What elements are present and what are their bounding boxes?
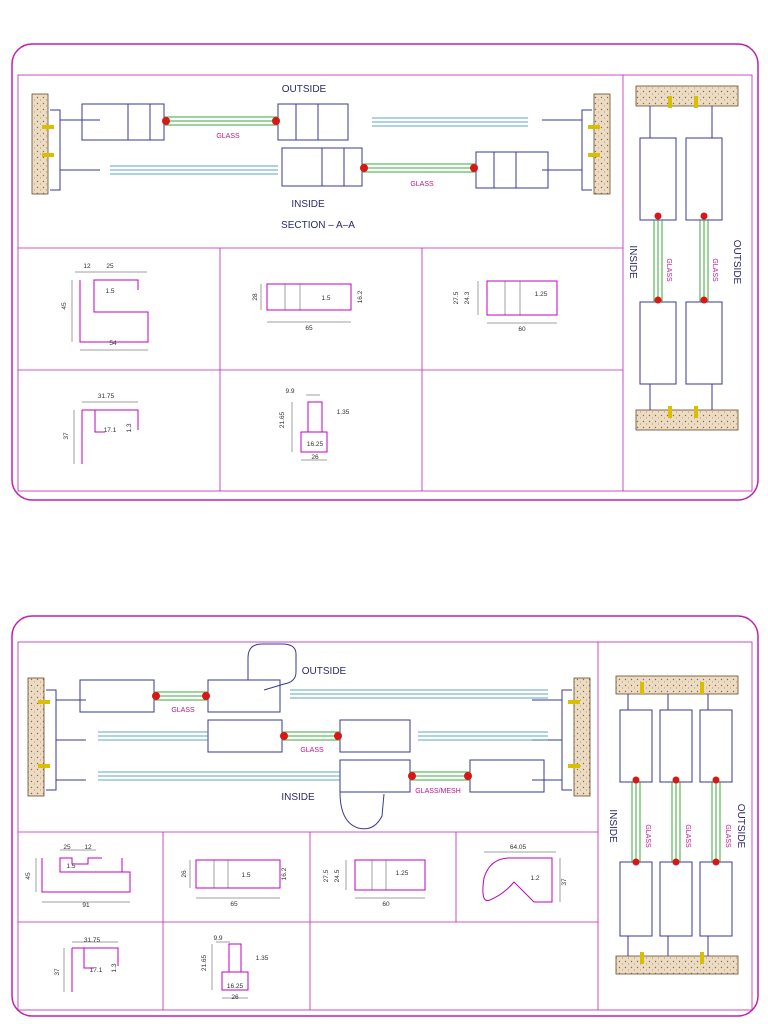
glass-label: GLASS (171, 707, 195, 714)
side-glass-label: GLASS (665, 258, 672, 282)
side-glass-label: GLASS (644, 824, 651, 848)
dimension-label: 1.5 (241, 872, 250, 879)
dimension-label: 37 (561, 878, 568, 886)
wall-left (27, 677, 45, 797)
glass-label: GLASS/MESH (415, 788, 461, 795)
side-glass-label: GLASS (724, 824, 731, 848)
section-title: SECTION – A–A (281, 220, 355, 231)
sheet-1-detail-1: 12 25 1.5 45 54 (61, 263, 149, 351)
dimension-label: 60 (382, 901, 390, 908)
dimension-label: 24.3 (464, 291, 471, 304)
sheet-1-detail-5: 9.9 21.65 1.35 16.25 26 (279, 388, 350, 461)
dimension-label: 12 (83, 263, 91, 270)
wall-bottom (635, 409, 739, 431)
side-glass-label: GLASS (711, 258, 718, 282)
dimension-label: 54 (109, 340, 117, 347)
sheet-1-section-plan: OUTSIDE INSIDE SECTION – A–A GLASS GLASS (31, 84, 611, 231)
dimension-label: 65 (305, 325, 313, 332)
sheet-1: OUTSIDE INSIDE SECTION – A–A GLASS GLASS (11, 43, 759, 501)
sheet-2-detail-3: 27.5 24.5 1.25 60 (323, 859, 426, 908)
dimension-label: 45 (61, 302, 68, 310)
side-outside-label: OUTSIDE (731, 240, 742, 285)
wall-right (573, 677, 591, 797)
dimension-label: 24.5 (334, 869, 341, 882)
sheet-1-detail-3: 27.5 24.3 1.25 60 (453, 280, 558, 333)
dimension-label: 16.2 (281, 867, 288, 880)
glass-label: GLASS (216, 133, 240, 140)
dimension-label: 1.3 (111, 963, 118, 972)
sheet-1-inner-frame (17, 74, 753, 492)
dimension-label: 1.35 (256, 955, 269, 962)
side-outside-label: OUTSIDE (735, 804, 746, 849)
inside-label: INSIDE (291, 199, 325, 210)
dimension-label: 37 (63, 432, 70, 440)
wall-top (615, 675, 739, 695)
side-inside-label: INSIDE (607, 809, 618, 843)
dimension-label: 26 (181, 870, 188, 878)
dimension-label: 16.2 (357, 290, 364, 303)
dimension-label: 91 (82, 902, 90, 909)
dimension-label: 1.5 (66, 863, 75, 870)
dimension-label: 1.5 (321, 295, 330, 302)
dimension-label: 17.1 (90, 967, 103, 974)
sheet-2-section-plan: OUTSIDE INSIDE GLASS GLASS GLASS/MESH (27, 643, 591, 830)
dimension-label: 64.05 (510, 844, 527, 851)
sheet-2-border (11, 615, 759, 1017)
dimension-label: 12 (84, 844, 92, 851)
dimension-label: 37 (54, 968, 61, 976)
sheet-2-detail-4: 64.05 1.2 37 (482, 844, 568, 903)
dimension-label: 27.5 (453, 291, 460, 304)
outside-label: OUTSIDE (282, 84, 327, 95)
sheet-2-side-section: INSIDE OUTSIDE GLASS GLASS GLASS (607, 675, 746, 975)
dimension-label: 1.5 (105, 288, 114, 295)
dimension-label: 28 (252, 293, 259, 301)
wall-right (593, 93, 611, 195)
sash-inner-right (475, 151, 549, 189)
sheet-2: OUTSIDE INSIDE GLASS GLASS GLASS/MESH (11, 615, 759, 1017)
outside-label: OUTSIDE (302, 666, 347, 677)
sash-outer-left (81, 103, 165, 141)
sheet-2-detail-2: 26 1.5 16.2 65 (181, 859, 288, 908)
dimension-label: 1.35 (337, 409, 350, 416)
sheet-2-detail-5: 31.75 37 17.1 1.3 (54, 937, 119, 992)
sheet-1-side-section: INSIDE OUTSIDE GLASS GLASS (627, 85, 742, 431)
dimension-label: 21.65 (201, 954, 208, 971)
dimension-label: 16.25 (227, 983, 244, 990)
sheet-2-inner-frame (17, 641, 753, 1011)
dimension-label: 17.1 (104, 427, 117, 434)
wall-bottom (615, 955, 739, 975)
side-glass-label: GLASS (684, 824, 691, 848)
dimension-label: 1.25 (396, 870, 409, 877)
dimension-label: 25 (106, 263, 114, 270)
sheet-1-detail-4: 31.75 37 17.1 1.3 (63, 393, 139, 464)
inside-label: INSIDE (281, 792, 315, 803)
sheet-2-detail-6: 9.9 21.65 1.35 16.25 26 (201, 935, 269, 1001)
dimension-label: 26 (231, 994, 239, 1001)
dimension-label: 1.3 (126, 423, 133, 432)
dimension-label: 9.9 (285, 388, 294, 395)
dimension-label: 25 (63, 844, 71, 851)
dimension-label: 21.65 (279, 411, 286, 428)
glass-label: GLASS (300, 747, 324, 754)
dimension-label: 45 (25, 872, 32, 880)
sheet-1-border (11, 43, 759, 501)
sheet-2-detail-1: 25 12 1.5 45 91 (25, 844, 131, 909)
dimension-label: 31.75 (98, 393, 115, 400)
dimension-label: 1.25 (535, 291, 548, 298)
dimension-label: 60 (518, 326, 526, 333)
wall-top (635, 85, 739, 107)
sheet-1-detail-2: 28 1.5 16.2 65 (252, 283, 364, 332)
dimension-label: 9.9 (213, 935, 222, 942)
dimension-label: 27.5 (323, 869, 330, 882)
sash-outer-mid (277, 103, 349, 141)
dimension-label: 1.2 (530, 875, 539, 882)
dimension-label: 65 (230, 901, 238, 908)
side-inside-label: INSIDE (627, 245, 638, 279)
dimension-label: 26 (311, 454, 319, 461)
wall-left (31, 93, 49, 195)
dimension-label: 31.75 (84, 937, 101, 944)
dimension-label: 16.25 (307, 441, 324, 448)
glass-label: GLASS (410, 181, 434, 188)
